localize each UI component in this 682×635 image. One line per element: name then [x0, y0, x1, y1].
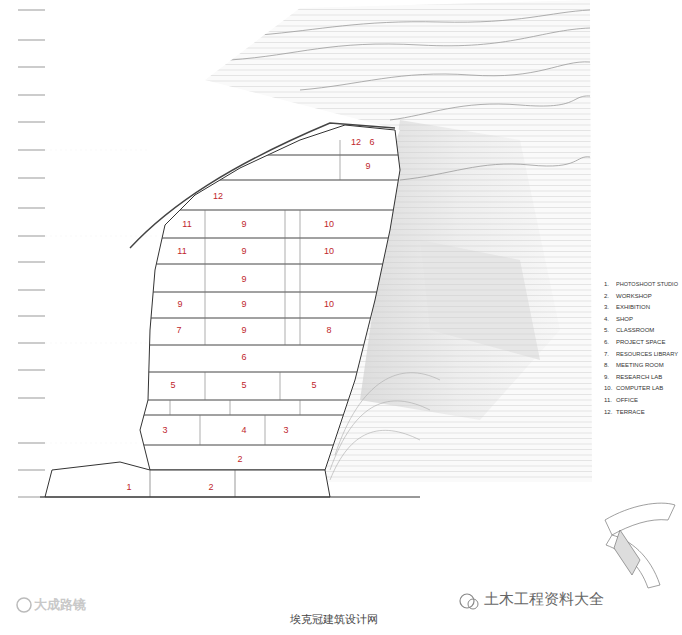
watermark: 大成路镜	[34, 598, 86, 611]
elevation-line	[200, 4, 600, 5]
legend-number: 5.	[604, 327, 609, 333]
elevation-line	[200, 59, 600, 60]
legend-text: TERRACE	[616, 409, 645, 415]
callout-number: 4	[240, 426, 247, 435]
legend-number: 2.	[604, 293, 609, 299]
callout-number: 3	[161, 426, 168, 435]
legend-number: 1.	[604, 281, 609, 287]
elevation-line	[200, 125, 600, 126]
elevation-line	[200, 37, 600, 38]
elevation-line	[200, 136, 600, 137]
callout-number: 9	[240, 247, 247, 256]
elevation-line	[200, 42, 600, 43]
elevation-line	[200, 75, 600, 76]
callout-number: 10	[323, 220, 335, 229]
callout-number: 11	[181, 220, 192, 229]
elevation-line	[200, 26, 600, 27]
elevation-line	[200, 152, 600, 153]
legend-number: 7.	[604, 351, 609, 357]
floor-slabs	[120, 155, 410, 445]
elevation-line	[200, 130, 600, 131]
callout-number: 9	[364, 162, 371, 171]
legend-text: OFFICE	[616, 397, 638, 403]
callout-number: 9	[176, 300, 183, 309]
legend-text: MEETING ROOM	[616, 362, 664, 368]
elevation-line	[200, 86, 600, 87]
callout-number: 8	[325, 326, 332, 335]
legend-number: 12.	[604, 409, 612, 415]
legend-text: WORKSHOP	[616, 293, 652, 299]
callout-number: 5	[240, 381, 247, 390]
callout-number: 7	[175, 326, 182, 335]
callout-number: 10	[323, 247, 335, 256]
legend-number: 9.	[604, 374, 609, 380]
legend-number: 3.	[604, 304, 609, 310]
elevation-line	[200, 147, 600, 148]
elevation-line	[200, 119, 600, 120]
legend-text: COMPUTER LAB	[616, 385, 663, 391]
callout-number: 2	[207, 483, 214, 492]
elevation-line	[200, 64, 600, 65]
callout-number: 11	[176, 247, 187, 256]
callout-number: 6	[240, 353, 247, 362]
elevation-line	[200, 20, 600, 21]
callout-number: 9	[240, 326, 247, 335]
watermark: 埃克冠建筑设计网	[290, 614, 378, 625]
elevation-line	[200, 103, 600, 104]
callout-number: 6	[368, 138, 375, 147]
callout-number: 5	[310, 381, 317, 390]
callout-number: 9	[240, 220, 247, 229]
key-plan-icon	[605, 503, 675, 588]
legend-text: CLASSROOM	[616, 327, 654, 333]
legend-number: 4.	[604, 316, 609, 322]
elevation-line	[200, 108, 600, 109]
callout-number: 12	[350, 138, 362, 147]
legend-text: PROJECT SPACE	[616, 339, 665, 345]
callout-number: 2	[236, 455, 243, 464]
legend-number: 8.	[604, 362, 609, 368]
elevation-line	[200, 114, 600, 115]
legend-text: SHOP	[616, 316, 633, 322]
elevation-line	[200, 81, 600, 82]
watermark: 土木工程资料大全	[484, 592, 604, 607]
callout-number: 5	[169, 381, 176, 390]
elevation-line	[200, 15, 600, 16]
elevation-line	[200, 31, 600, 32]
callout-number: 3	[282, 426, 289, 435]
level-markers	[18, 10, 45, 497]
legend-text: PHOTOSHOOT STUDIO	[616, 281, 678, 287]
callout-number: 9	[240, 300, 247, 309]
legend-number: 10.	[604, 385, 612, 391]
legend-number: 11.	[604, 397, 612, 403]
elevation-line	[200, 92, 600, 93]
elevation-line	[200, 97, 600, 98]
callout-number: 10	[323, 300, 335, 309]
elevation-line	[200, 9, 600, 10]
callout-number: 9	[240, 275, 247, 284]
legend-number: 6.	[604, 339, 609, 345]
legend-text: RESOURCES LIBRARY	[616, 351, 678, 357]
elevation-line	[200, 53, 600, 54]
callout-number: 1	[125, 483, 132, 492]
legend-text: EXHIBITION	[616, 304, 650, 310]
elevation-line	[200, 141, 600, 142]
elevation-line	[200, 48, 600, 49]
callout-number: 12	[212, 192, 224, 201]
legend-text: RESEARCH LAB	[616, 374, 662, 380]
